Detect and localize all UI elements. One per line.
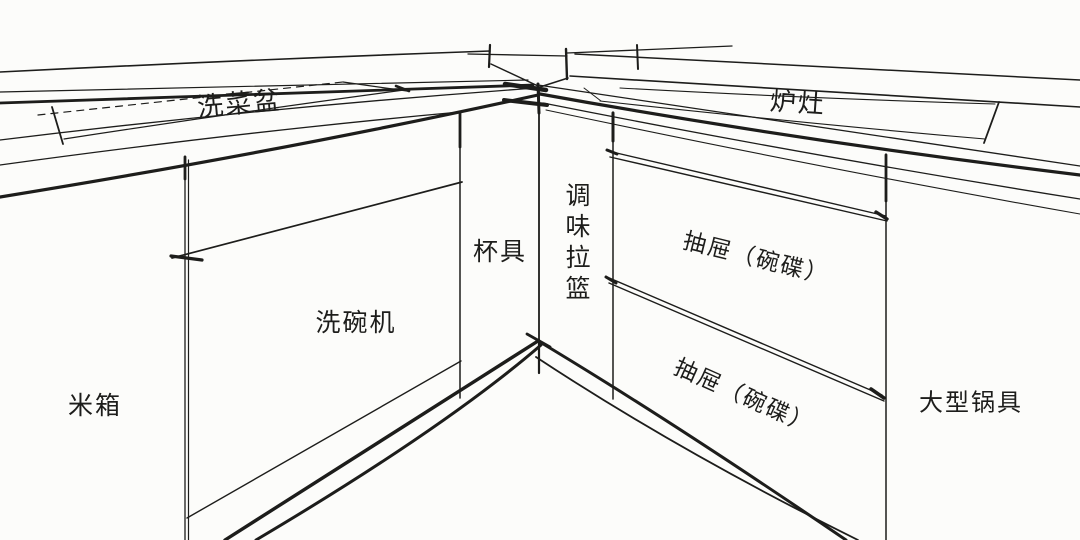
label-rice-box: 米箱 xyxy=(67,393,123,420)
label-large-pots: 大型锅具 xyxy=(919,390,1023,417)
label-dishwasher: 洗碗机 xyxy=(315,310,397,337)
left-counter-back-edge xyxy=(0,79,535,105)
dishwasher-panel-lines xyxy=(169,181,463,519)
wall-lines xyxy=(0,43,1080,108)
label-stove: 炉灶 xyxy=(768,86,827,120)
right-counter-front-edge xyxy=(537,84,1080,215)
left-counter-front-edge xyxy=(0,87,540,199)
cabinet-verticals xyxy=(183,87,888,540)
drawer-divider-lines xyxy=(604,148,889,402)
label-spice-pullout: 调味拉篮 xyxy=(562,182,589,306)
stove-outline xyxy=(583,87,1000,144)
label-cups: 杯具 xyxy=(472,239,528,266)
plinth-lines xyxy=(223,332,859,540)
label-sink: 洗菜盆 xyxy=(196,85,283,123)
